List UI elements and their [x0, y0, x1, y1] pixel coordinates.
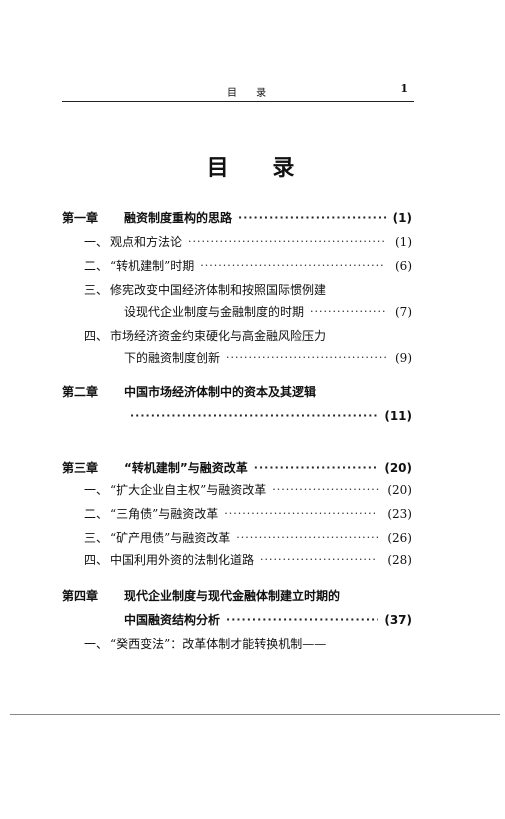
toc-entry-label: 第三章	[62, 461, 99, 475]
toc-leader-dots: ········································…	[188, 235, 386, 248]
toc-entry: 三、“矿产甩债”与融资改革 (26) ·······················…	[62, 528, 412, 548]
toc-title: 目 录	[206, 155, 313, 181]
toc-leader-dots: ·································	[238, 211, 387, 224]
toc-entry: 四、市场经济资金约束硬化与高金融风险压力	[62, 326, 412, 346]
toc-entry-page: (11)	[384, 409, 412, 423]
toc-entry-page: (26)	[387, 531, 412, 545]
toc-entry: 三、修宪改变中国经济体制和按照国际惯例建	[62, 280, 412, 300]
toc-entry-text: “三角债”与融资改革	[110, 507, 219, 521]
toc-entry: 二、“转机建制”时期 (6) ···························…	[62, 256, 412, 276]
toc-entry: 设现代企业制度与金融制度的时期 (7) ·················	[62, 302, 412, 322]
toc-entry: (11) ····································…	[62, 406, 412, 426]
toc-entry-label: 四、	[84, 553, 109, 567]
toc-entry: 四、中国利用外资的法制化道路 (28) ······················…	[62, 550, 412, 570]
toc-entry-text: “转机建制”与融资改革	[124, 461, 248, 475]
toc-entry-text: 中国利用外资的法制化道路	[110, 553, 255, 567]
toc-leader-dots: ········································…	[130, 409, 379, 422]
toc-entry: 第四章 现代企业制度与现代金融体制建立时期的	[62, 586, 412, 606]
toc-entry: 一、观点和方法论 (1) ·····························…	[62, 232, 412, 252]
toc-leader-dots: ·················	[310, 305, 387, 318]
bottom-rule	[10, 714, 500, 715]
toc-entry-text: 现代企业制度与现代金融体制建立时期的	[124, 589, 341, 603]
toc-entry-label: 第四章	[62, 589, 99, 603]
toc-leader-dots: ···························	[253, 461, 379, 474]
toc-entry-label: 一、	[84, 483, 109, 497]
toc-entry: 一、“扩大企业自主权”与融资改革 (20) ····················…	[62, 480, 412, 500]
toc-entry-text: 中国融资结构分析	[124, 613, 221, 627]
toc-entry: 第三章 “转机建制”与融资改革 (20) ······················…	[62, 458, 412, 478]
toc-entry-text: “矿产甩债”与融资改革	[110, 531, 231, 545]
toc-entry-text: 修宪改变中国经济体制和按照国际惯例建	[110, 283, 327, 297]
toc-leader-dots: ································	[236, 531, 381, 544]
toc-entry-label: 第一章	[62, 211, 99, 225]
toc-entry-text: 中国市场经济体制中的资本及其逻辑	[124, 385, 317, 399]
toc-entry-label: 三、	[84, 531, 109, 545]
toc-entry-page: (1)	[392, 211, 412, 225]
toc-leader-dots: ························	[272, 483, 381, 496]
toc-entry-page: (7)	[395, 305, 412, 319]
toc-entry-label: 一、	[84, 637, 109, 651]
toc-entry-page: (20)	[384, 461, 412, 475]
toc-leader-dots: ·································	[226, 613, 378, 626]
header-rule	[62, 101, 414, 102]
toc-leader-dots: ··························	[260, 553, 377, 566]
toc-entry-text: 融资制度重构的思路	[124, 211, 233, 225]
toc-entry-text: 设现代企业制度与金融制度的时期	[124, 305, 305, 319]
toc-entry-label: 第二章	[62, 385, 99, 399]
toc-entry: 二、“三角债”与融资改革 (23) ························…	[62, 504, 412, 524]
running-header: 目 录 1	[62, 82, 412, 102]
toc-entry-label: 二、	[84, 259, 109, 273]
toc-entry-page: (28)	[387, 553, 412, 567]
running-header-title: 目 录	[227, 88, 275, 99]
toc-leader-dots: ··································	[224, 507, 378, 520]
toc-entry-label: 四、	[84, 329, 109, 343]
toc-entry: 第二章 中国市场经济体制中的资本及其逻辑	[62, 382, 412, 402]
toc-entry-page: (1)	[395, 235, 412, 249]
toc-leader-dots: ········································…	[200, 259, 385, 272]
toc-entry-label: 二、	[84, 507, 109, 521]
toc-entry-text: “转机建制”时期	[110, 259, 195, 273]
toc-entry-text: 市场经济资金约束硬化与高金融风险压力	[110, 329, 327, 343]
toc-entry-text: “癸西变法”：改革体制才能转换机制——	[110, 637, 327, 651]
toc-entry-page: (9)	[395, 351, 412, 365]
toc-entry-label: 一、	[84, 235, 109, 249]
toc-entry: 中国融资结构分析 (37) ····························…	[62, 610, 412, 630]
toc-entry-label: 三、	[84, 283, 109, 297]
toc-entry: 下的融资制度创新 (9) ·····························…	[62, 348, 412, 368]
toc-entry-page: (20)	[387, 483, 412, 497]
toc-entry-page: (23)	[387, 507, 412, 521]
toc-entry: 一、“癸西变法”：改革体制才能转换机制——	[62, 634, 412, 654]
page-number: 1	[400, 82, 408, 95]
toc-entry-page: (6)	[395, 259, 412, 273]
toc-entry-text: “扩大企业自主权”与融资改革	[110, 483, 267, 497]
toc-entry-page: (37)	[384, 613, 412, 627]
toc-entry-text: 观点和方法论	[110, 235, 183, 249]
toc-entry: 第一章 融资制度重构的思路 (1) ·························…	[62, 208, 412, 228]
toc-entry-text: 下的融资制度创新	[124, 351, 221, 365]
toc-leader-dots: ····································	[226, 351, 388, 364]
